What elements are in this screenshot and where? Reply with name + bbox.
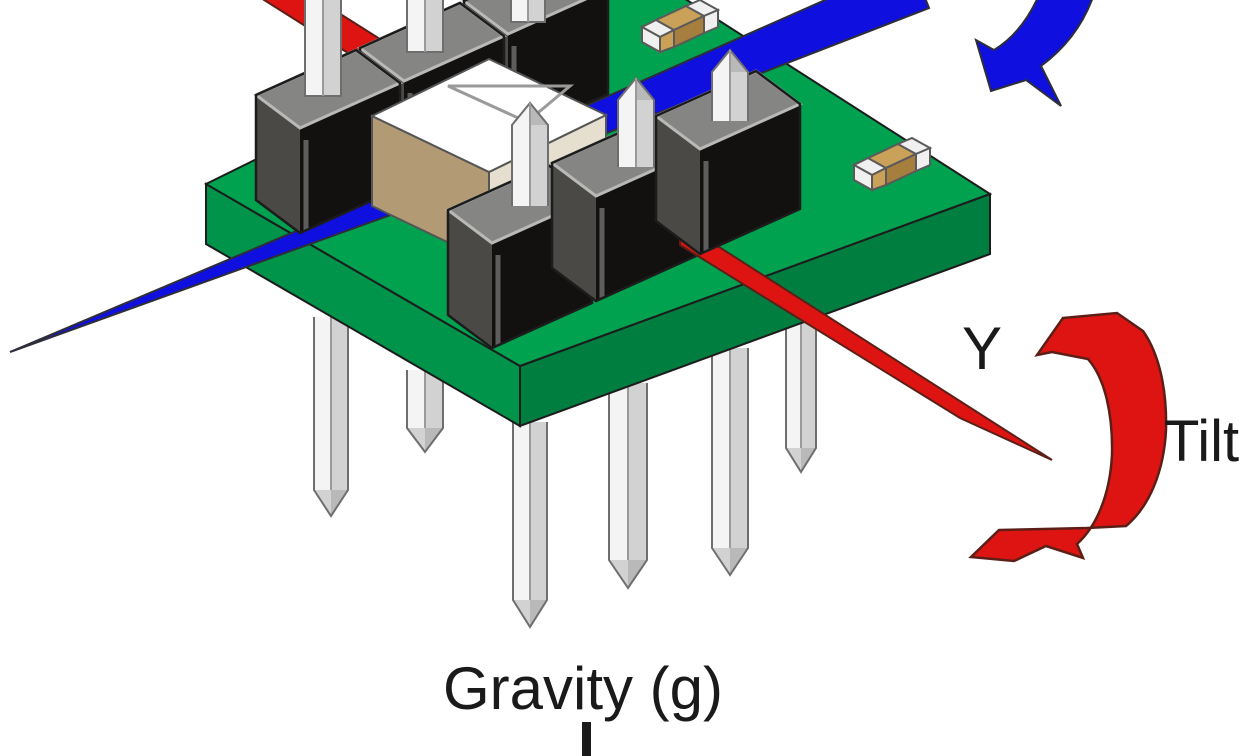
tilt-label: Tilt	[1164, 409, 1239, 474]
gravity-arrow-line	[582, 722, 591, 756]
header-left-face	[448, 210, 492, 348]
pin-face-light	[786, 323, 801, 448]
smd-capacitors	[639, 0, 933, 192]
pin-face-light	[513, 422, 530, 600]
cap-body-left	[659, 28, 675, 54]
pin-face-light	[618, 100, 636, 167]
pin-face-shade	[636, 100, 654, 167]
x-rotation-arrow	[974, 0, 1093, 107]
pin-outline	[608, 383, 648, 590]
header-pins-above-board	[304, 0, 749, 206]
pin-face-shade	[530, 422, 547, 600]
pin-down	[608, 383, 648, 590]
header-right-face	[700, 104, 800, 254]
header-left-face	[552, 163, 596, 301]
y-axis-label: Y	[962, 315, 1002, 382]
pin-down	[406, 370, 444, 454]
pin-face-shade	[730, 72, 748, 121]
pin-down	[512, 422, 548, 629]
header-pins-below-board	[313, 317, 817, 629]
pin-down	[785, 323, 817, 474]
pin-up	[617, 76, 655, 167]
cap-end-right-front	[915, 146, 931, 173]
pin-face-light	[407, 370, 425, 428]
pin-face-light	[512, 125, 530, 206]
pin-up	[511, 101, 549, 206]
pin-face-shade	[331, 317, 348, 490]
header-outline	[654, 69, 802, 256]
pin-face-shade	[530, 125, 548, 206]
pin-face-light	[511, 0, 528, 22]
header-left-face	[656, 116, 700, 254]
pin-face-shade	[730, 348, 748, 548]
pin-up	[510, 0, 546, 23]
pin-up	[406, 0, 444, 53]
pin-face-shade	[425, 370, 443, 428]
pin-face-light	[305, 0, 323, 96]
pin-face-shade	[528, 0, 545, 22]
pin-face-light	[314, 317, 331, 490]
pin-face-shade	[425, 0, 443, 52]
pin-up	[304, 0, 342, 97]
gravity-label: Gravity (g)	[443, 655, 723, 722]
pin-outline	[313, 317, 349, 518]
pin-face-light	[609, 383, 628, 560]
smd-capacitor-2	[851, 136, 933, 192]
pin-face-light	[712, 348, 730, 548]
pin-outline	[512, 422, 548, 629]
header-front-3	[653, 69, 803, 256]
smd-capacitor-1	[639, 0, 721, 54]
pin-face-shade	[801, 323, 816, 448]
chip-triangle-mark	[447, 84, 575, 124]
pin-outline	[785, 323, 817, 474]
pin-face-light	[712, 72, 730, 121]
pin-face-shade	[323, 0, 341, 96]
pin-face-shade	[628, 383, 647, 560]
pin-outline	[406, 370, 444, 454]
pin-outline	[711, 348, 749, 577]
pin-down	[313, 317, 349, 518]
cap-body-left	[871, 166, 887, 192]
cap-end-right-front	[703, 8, 719, 35]
pin-face-light	[407, 0, 425, 52]
pin-up	[711, 48, 749, 121]
pin-down	[711, 348, 749, 577]
header-left-face	[256, 95, 300, 233]
tilt-rotation-arrow	[968, 311, 1168, 563]
